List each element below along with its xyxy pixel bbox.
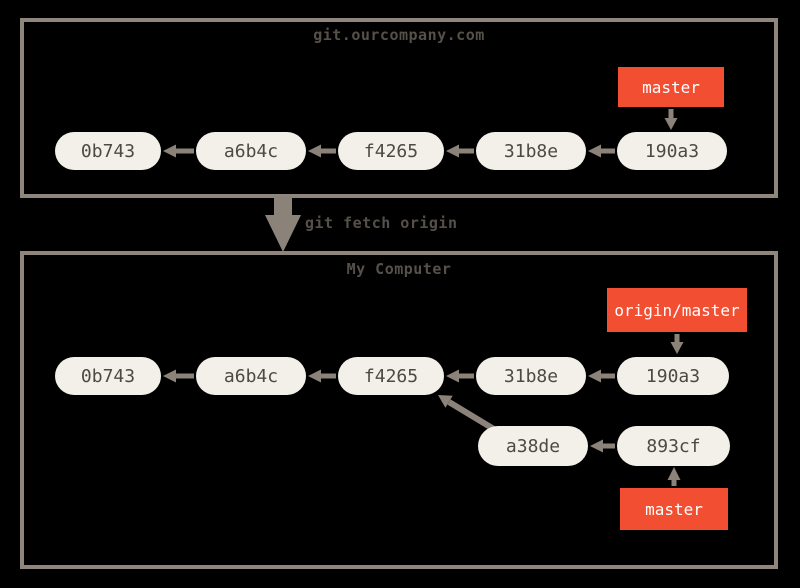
local-master-branch-label: master [620,488,728,530]
commit-node-remote-a6b4c: a6b4c [196,132,306,170]
commit-node-remote-31b8e: 31b8e [476,132,586,170]
remote-master-branch-label: master [618,67,724,107]
commit-node-local-a6b4c: a6b4c [196,357,306,395]
fetch-command-text: git fetch origin [305,214,458,232]
local-repo-box [20,251,778,569]
commit-node-local-a38de: a38de [478,426,588,466]
commit-node-remote-0b743: 0b743 [55,132,161,170]
origin-master-branch-label: origin/master [607,288,747,332]
commit-node-remote-f4265: f4265 [338,132,444,170]
commit-node-remote-190a3: 190a3 [617,132,727,170]
remote-repo-title: git.ourcompany.com [313,26,485,44]
local-repo-title: My Computer [346,260,452,278]
commit-node-local-190a3: 190a3 [617,357,729,395]
commit-node-local-0b743: 0b743 [55,357,161,395]
commit-node-local-893cf: 893cf [617,426,730,466]
remote-repo-box [20,18,778,198]
commit-node-local-f4265: f4265 [338,357,444,395]
commit-node-local-31b8e: 31b8e [476,357,586,395]
fetch-transfer-arrow-icon [265,196,301,252]
